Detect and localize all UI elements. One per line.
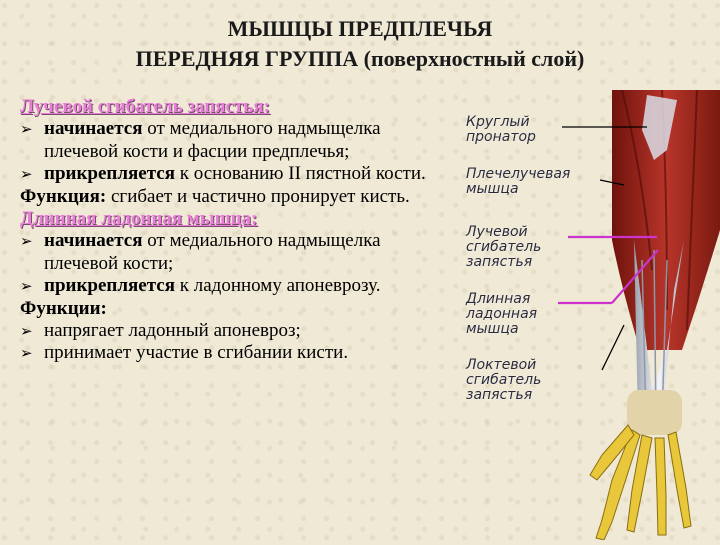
arrow-bullet-icon: ➢ xyxy=(20,344,33,363)
bullet-origin: ➢ начинается от медиального надмыщелка пл… xyxy=(20,118,452,163)
bullet-origin: ➢ начинается от медиального надмыщелка пл… xyxy=(20,230,452,275)
bullet-function: ➢ напрягает ладонный апоневроз; xyxy=(20,320,452,342)
elbow-aponeurosis xyxy=(642,95,677,160)
insertion-text: к ладонному апоневрозу. xyxy=(175,275,381,297)
arrow-bullet-icon: ➢ xyxy=(20,165,33,184)
arrow-bullet-icon: ➢ xyxy=(20,232,33,251)
highlight-pointer-lines xyxy=(558,235,659,305)
bullet-insertion: ➢ прикрепляется к основанию II пястной ко… xyxy=(20,163,452,185)
function-item: принимает участие в сгибании кисти. xyxy=(44,342,349,364)
arrow-bullet-icon: ➢ xyxy=(20,277,33,296)
bullet-function: ➢ принимает участие в сгибании кисти. xyxy=(20,342,452,364)
function-label: Функция: xyxy=(20,185,107,207)
section-heading-palmaris-longus: Длинная ладонная мышца: xyxy=(20,208,258,230)
insertion-label: прикрепляется xyxy=(44,275,176,297)
origin-text: от медиального надмыщелка плечевой кости… xyxy=(44,118,381,162)
page-title: МЫШЦЫ ПРЕДПЛЕЧЬЯ ПЕРЕДНЯЯ ГРУППА (поверх… xyxy=(0,14,720,74)
arrow-bullet-icon: ➢ xyxy=(20,120,33,139)
origin-label: начинается xyxy=(44,118,143,140)
wrist xyxy=(627,390,682,435)
insertion-label: прикрепляется xyxy=(44,163,176,185)
label-pointer-lines xyxy=(562,126,647,371)
section-heading-flexor-carpi-radialis: Лучевой сгибатель запястья: xyxy=(20,96,270,117)
forearm-tendons xyxy=(634,240,684,420)
hand-bones xyxy=(589,424,692,541)
origin-label: начинается xyxy=(44,230,143,252)
bullet-insertion: ➢ прикрепляется к ладонному апоневрозу. xyxy=(20,275,452,297)
description-column: Лучевой сгибатель запястья: ➢ начинается … xyxy=(20,96,452,365)
arrow-bullet-icon: ➢ xyxy=(20,322,33,341)
title-line-1: МЫШЦЫ ПРЕДПЛЕЧЬЯ xyxy=(227,16,493,41)
function-text: сгибает и частично пронирует кисть. xyxy=(106,185,410,207)
insertion-text: к основанию II пястной кости. xyxy=(175,163,426,185)
function-line: Функция: сгибает и частично пронирует ки… xyxy=(20,186,452,208)
title-line-2: ПЕРЕДНЯЯ ГРУППА (поверхностный слой) xyxy=(135,46,585,71)
function-item: напрягает ладонный апоневроз; xyxy=(44,320,301,342)
origin-text: от медиального надмыщелка плечевой кости… xyxy=(44,230,381,274)
functions-label: Функции: xyxy=(20,297,107,319)
forearm-anatomy-drawing xyxy=(558,89,720,541)
